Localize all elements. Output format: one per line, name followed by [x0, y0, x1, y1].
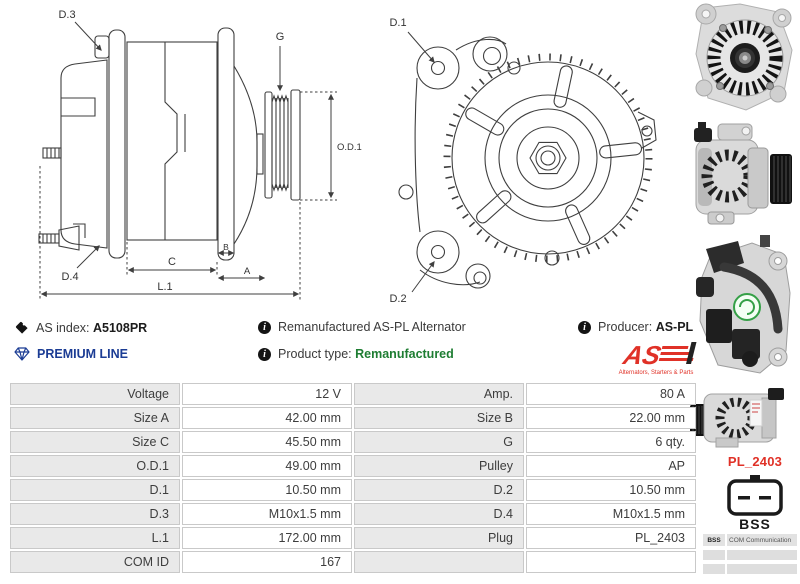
- spec-value: 167: [182, 551, 352, 573]
- table-row: D.1 10.50 mm D.2 10.50 mm: [10, 479, 696, 501]
- diamond-icon: [14, 347, 30, 361]
- table-row: COM ID 167: [10, 551, 696, 573]
- spec-value: PL_2403: [526, 527, 696, 549]
- front-view-outline: [398, 36, 657, 289]
- product-photo-rear: [696, 235, 791, 374]
- spec-value: M10x1.5 mm: [182, 503, 352, 525]
- as-index-text: AS index: A5108PR: [36, 320, 148, 335]
- dim-label-c: C: [168, 256, 176, 268]
- spec-label: [354, 551, 524, 573]
- dim-label-d1: D.1: [389, 17, 406, 29]
- dim-label-a: A: [244, 266, 251, 277]
- table-row: Size C 45.50 mm G 6 qty.: [10, 431, 696, 453]
- pin-desc-cell: [727, 564, 797, 574]
- spec-label: COM ID: [10, 551, 180, 573]
- spec-label: L.1: [10, 527, 180, 549]
- product-photo-front: [695, 3, 793, 111]
- premium-line-label: PREMIUM LINE: [37, 347, 128, 361]
- product-type-value: Remanufactured: [355, 347, 454, 361]
- spec-label: Amp.: [354, 383, 524, 405]
- front-view-technical-drawing: D.1 D.2: [389, 17, 657, 305]
- plug-pin-table: BSS COM Communication: [703, 534, 797, 578]
- pin-name-cell: BSS: [703, 534, 725, 546]
- spec-value: M10x1.5 mm: [526, 503, 696, 525]
- spec-label: D.4: [354, 503, 524, 525]
- spec-value: 45.50 mm: [182, 431, 352, 453]
- spec-table: Voltage 12 V Amp. 80 A Size A 42.00 mm S…: [8, 381, 698, 575]
- as-logo-tagline: Alternators, Starters & Parts: [619, 370, 694, 376]
- description-text: Remanufactured AS-PL Alternator: [278, 320, 466, 334]
- info-icon: [258, 320, 271, 334]
- pin-table-row: BSS COM Communication: [703, 534, 797, 546]
- as-index-value: A5108PR: [93, 320, 148, 335]
- table-row: Size A 42.00 mm Size B 22.00 mm: [10, 407, 696, 429]
- plug-connector-icon: [727, 475, 783, 516]
- pin-desc-cell: [727, 550, 797, 560]
- spec-value: 10.50 mm: [526, 479, 696, 501]
- dim-label-d4: D.4: [61, 271, 78, 283]
- dim-label-g: G: [276, 31, 285, 43]
- spec-label: D.2: [354, 479, 524, 501]
- as-logo-text: AS: [620, 340, 665, 370]
- spec-value: 49.00 mm: [182, 455, 352, 477]
- spec-label: G: [354, 431, 524, 453]
- dim-label-d3: D.3: [58, 9, 75, 21]
- producer-value: AS-PL: [655, 320, 694, 334]
- spec-value: [526, 551, 696, 573]
- plug-code: PL_2403: [727, 454, 783, 469]
- product-photo-side-left: [690, 388, 784, 448]
- table-row: L.1 172.00 mm Plug PL_2403: [10, 527, 696, 549]
- as-index-row: AS index: A5108PR: [14, 320, 147, 335]
- description-row: Remanufactured AS-PL Alternator: [258, 320, 466, 334]
- dim-label-d2: D.2: [389, 293, 406, 305]
- spec-label: Voltage: [10, 383, 180, 405]
- pin-name-cell: [703, 564, 725, 574]
- spec-label: Size C: [10, 431, 180, 453]
- product-photo-side-right: [694, 122, 792, 225]
- pin-desc-cell: COM Communication: [727, 534, 797, 546]
- plug-connector-label: BSS: [739, 516, 771, 532]
- product-type-text: Product type: Remanufactured: [278, 347, 454, 361]
- product-type-row: Product type: Remanufactured: [258, 347, 454, 361]
- table-row: O.D.1 49.00 mm Pulley AP: [10, 455, 696, 477]
- pin-name-cell: [703, 550, 725, 560]
- pin-table-row: [703, 550, 797, 560]
- front-view-dimension-lines: [407, 31, 435, 293]
- table-row: Voltage 12 V Amp. 80 A: [10, 383, 696, 405]
- pin-table-row: [703, 564, 797, 574]
- producer-row: Producer: AS-PL: [578, 320, 693, 334]
- dim-label-b: B: [223, 242, 229, 252]
- spec-value: AP: [526, 455, 696, 477]
- spec-value: 42.00 mm: [182, 407, 352, 429]
- dim-label-l1: L.1: [157, 281, 172, 293]
- table-row: D.3 M10x1.5 mm D.4 M10x1.5 mm: [10, 503, 696, 525]
- spec-label: O.D.1: [10, 455, 180, 477]
- dim-label-od1: O.D.1: [337, 142, 362, 153]
- spec-label: Pulley: [354, 455, 524, 477]
- product-info-section: AS index: A5108PR PREMIUM LINE Remanufac…: [14, 316, 714, 378]
- spec-value: 172.00 mm: [182, 527, 352, 549]
- info-icon: [578, 320, 591, 334]
- spec-label: Size A: [10, 407, 180, 429]
- as-pl-logo: AS Alternators, Starters & Parts: [619, 340, 697, 376]
- side-view-outline: [38, 27, 301, 261]
- spec-value: 80 A: [526, 383, 696, 405]
- spec-label: D.1: [10, 479, 180, 501]
- tag-icon: [15, 321, 28, 334]
- side-view-dimension-lines: [39, 21, 337, 300]
- spec-value: 6 qty.: [526, 431, 696, 453]
- spec-label: D.3: [10, 503, 180, 525]
- producer-text: Producer: AS-PL: [598, 320, 694, 334]
- spec-value: 12 V: [182, 383, 352, 405]
- side-view-technical-drawing: D.3 G O.D.1 D.4 C B A L.1: [38, 9, 362, 300]
- spec-value: 22.00 mm: [526, 407, 696, 429]
- spec-label: Plug: [354, 527, 524, 549]
- spec-label: Size B: [354, 407, 524, 429]
- info-icon: [258, 347, 271, 361]
- spec-value: 10.50 mm: [182, 479, 352, 501]
- premium-line-row: PREMIUM LINE: [14, 347, 128, 361]
